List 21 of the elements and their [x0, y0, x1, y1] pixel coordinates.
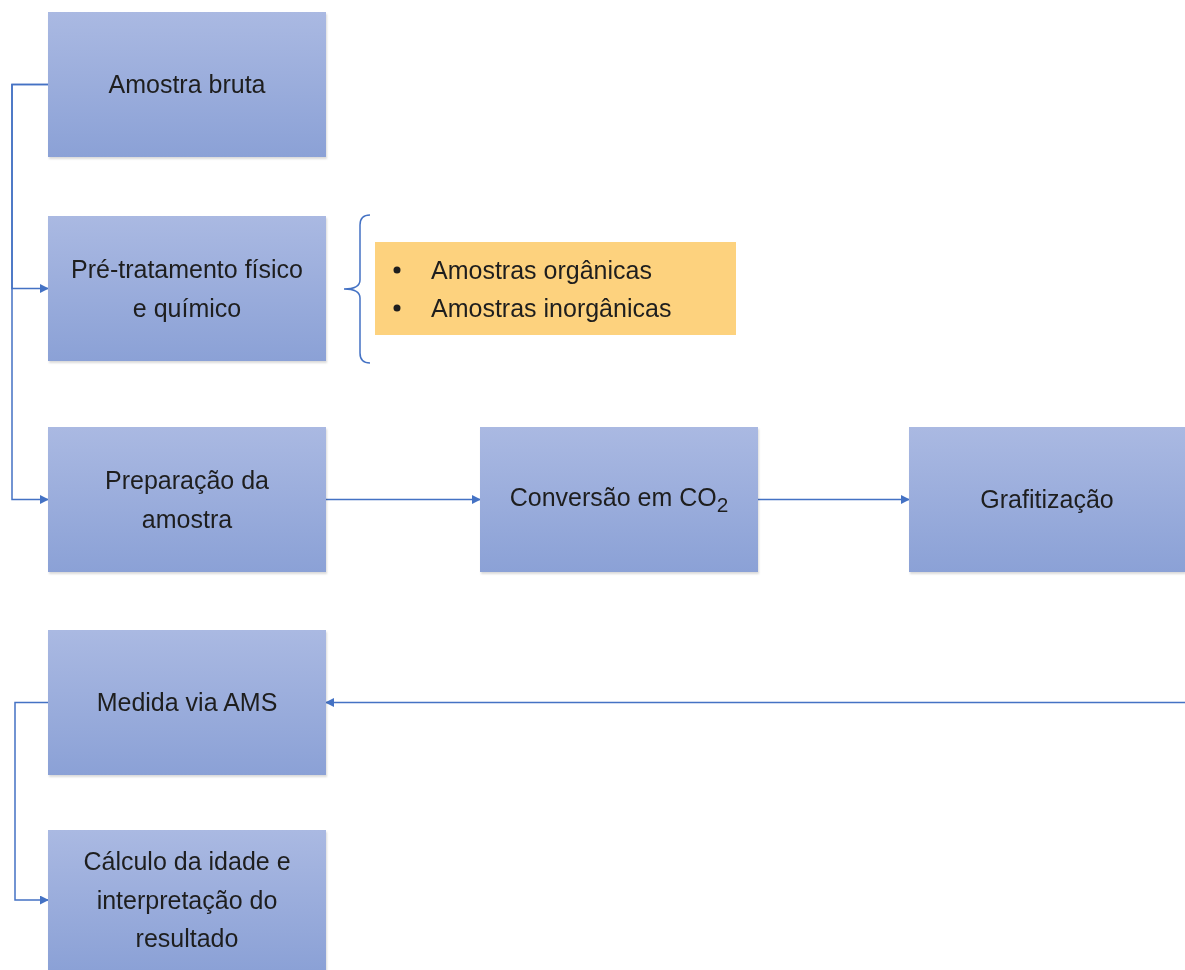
box-label: Conversão em CO$_{2}$ — [508, 481, 730, 518]
box-label: Cálculo da idade e interpretação do resultado — [82, 845, 292, 955]
box-label: Grafitização — [979, 484, 1115, 516]
list-item: Amostras orgânicas — [431, 254, 652, 285]
process-box — [909, 427, 1185, 572]
process-box — [480, 427, 758, 572]
arrow — [757, 495, 910, 504]
list-item: Amostras inorgânicas — [431, 292, 672, 323]
process-box — [48, 830, 326, 970]
box-label: Pré-tratamento físico e químico — [70, 253, 304, 324]
process-box — [48, 630, 326, 775]
box-label: Preparação da amostra — [104, 464, 270, 535]
process-box — [48, 216, 326, 361]
arrow — [11, 83, 49, 504]
list-panel — [375, 242, 736, 335]
process-box — [48, 427, 326, 572]
arrow — [14, 701, 49, 905]
arrow — [325, 495, 481, 504]
box-label: Medida via AMS — [95, 687, 279, 719]
box-label: Amostra bruta — [107, 69, 267, 101]
process-box — [48, 12, 326, 157]
